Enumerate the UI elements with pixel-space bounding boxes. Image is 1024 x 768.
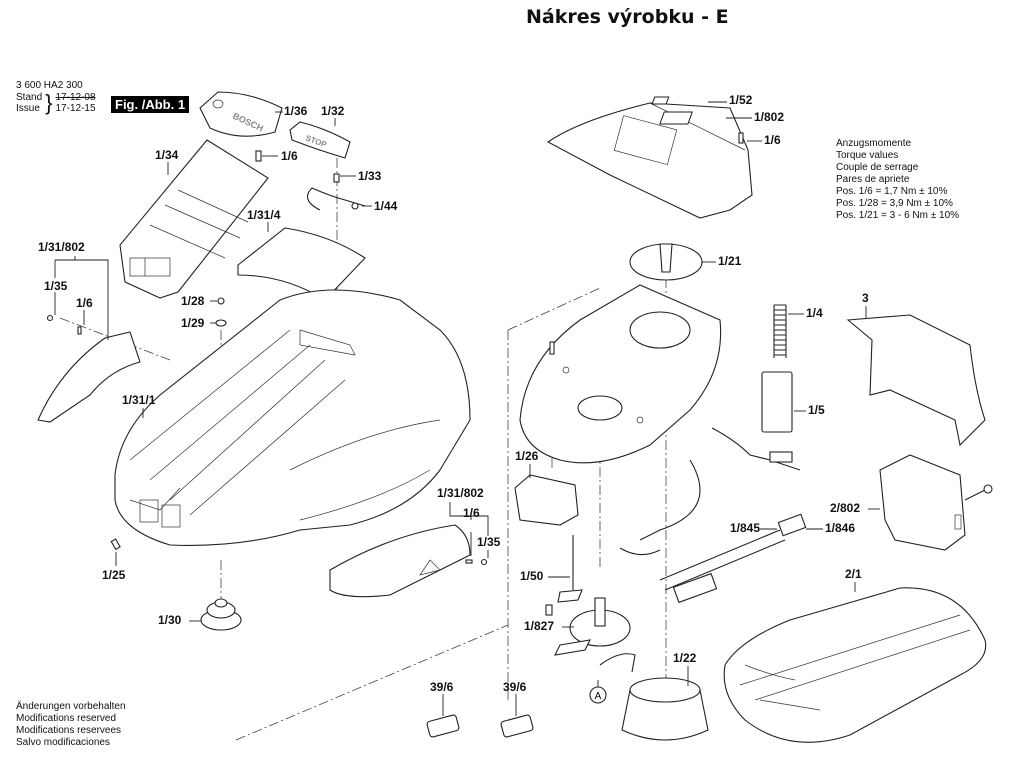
part-label-large — [659, 111, 693, 125]
marker-a-label: A — [595, 691, 602, 702]
callout-1-31-802: 1/31/802 — [437, 486, 484, 500]
callout-1-802: 1/802 — [754, 110, 785, 124]
part-cable-sensor — [306, 173, 366, 211]
brace: } — [45, 90, 53, 115]
part-connector-a — [426, 714, 460, 738]
callout-1-36: 1/36 — [284, 104, 308, 118]
figure-label: Fig. /Abb. 1 — [111, 96, 190, 113]
part-blade-cup — [621, 677, 709, 741]
part-dial — [629, 243, 703, 281]
callout-1-21: 1/21 — [718, 254, 742, 268]
issue-label: Issue — [16, 103, 40, 114]
torque-line: Anzugsmomente — [836, 138, 912, 149]
callout-1-50: 1/50 — [520, 569, 544, 583]
callout-1-35: 1/35 — [477, 535, 501, 549]
callout-1-25: 1/25 — [102, 568, 126, 582]
callout-1-845: 1/845 — [730, 521, 761, 535]
torque-line: Pos. 1/21 = 3 - 6 Nm ± 10% — [836, 210, 960, 221]
callout-1-32: 1/32 — [321, 104, 345, 118]
part-base-plate — [723, 587, 987, 743]
part-motor-plate — [545, 597, 636, 673]
torque-line: Couple de serrage — [836, 162, 919, 173]
new-date: 17-12-15 — [55, 103, 96, 114]
callout-1-44: 1/44 — [374, 199, 398, 213]
callout-1-31-4: 1/31/4 — [247, 208, 281, 222]
part-rear-panel — [119, 139, 269, 299]
callout-39-6: 39/6 — [430, 680, 454, 694]
part-control-box — [514, 474, 579, 526]
marker-a — [589, 680, 607, 704]
callout-1-827: 1/827 — [524, 619, 555, 633]
part-chassis — [519, 284, 722, 464]
part-foot — [200, 598, 242, 631]
part-screw — [255, 150, 262, 162]
document-info: 3 600 HA2 300 Stand Issue } 17-12-08 17-… — [16, 80, 96, 114]
note-line: Modifications reservees — [16, 725, 122, 736]
callout-3: 3 — [862, 291, 869, 305]
part-stop-button: STOP — [289, 121, 351, 159]
callout-2-802: 2/802 — [830, 501, 861, 515]
callout-1-35: 1/35 — [44, 279, 68, 293]
callout-39-6: 39/6 — [503, 680, 527, 694]
callout-1-28: 1/28 — [181, 294, 205, 308]
note-line: Salvo modificaciones — [16, 737, 110, 748]
leader-lines — [54, 101, 880, 716]
part-nut-washer — [215, 297, 227, 327]
part-charging-plate — [879, 454, 993, 551]
callout-1-6: 1/6 — [281, 149, 298, 163]
callout-1-6: 1/6 — [764, 133, 781, 147]
part-spring — [773, 304, 787, 358]
callout-1-5: 1/5 — [808, 403, 825, 417]
page-title: Nákres výrobku - E — [526, 6, 729, 28]
callout-1-26: 1/26 — [515, 449, 539, 463]
part-bumper-right — [329, 524, 488, 598]
part-top-lid — [237, 227, 366, 301]
part-main-body — [114, 289, 471, 546]
callout-1-4: 1/4 — [806, 306, 823, 320]
callout-1-22: 1/22 — [673, 651, 697, 665]
callout-2-1: 2/1 — [845, 567, 862, 581]
part-bumper-left — [37, 314, 141, 423]
torque-line: Torque values — [836, 150, 899, 161]
callout-1-52: 1/52 — [729, 93, 753, 107]
part-top-cover — [546, 102, 753, 219]
part-side-cover — [846, 314, 986, 447]
callout-1-846: 1/846 — [825, 521, 856, 535]
part-connector-b — [500, 714, 534, 738]
part-pin — [110, 538, 121, 551]
modifications-note: Änderungen vorbehalten Modifications res… — [16, 701, 126, 749]
torque-line: Pares de apriete — [836, 174, 910, 185]
stand-label: Stand — [16, 92, 43, 103]
callout-1-33: 1/33 — [358, 169, 382, 183]
part-number: 3 600 HA2 300 — [16, 80, 83, 91]
part-label-small — [651, 96, 670, 105]
part-screw-top — [738, 132, 744, 144]
part-sensor-rod — [557, 535, 583, 603]
callout-1-29: 1/29 — [181, 316, 205, 330]
note-line: Modifications reserved — [16, 713, 117, 724]
torque-table: Anzugsmomente Torque values Couple de se… — [836, 138, 959, 222]
callout-1-31-1: 1/31/1 — [122, 393, 156, 407]
part-bracket — [761, 371, 793, 433]
note-line: Änderungen vorbehalten — [16, 701, 126, 712]
callout-1-34: 1/34 — [155, 148, 179, 162]
callout-1-31-802: 1/31/802 — [38, 240, 85, 254]
part-bosch-cover: BOSCH — [199, 91, 283, 137]
callout-1-30: 1/30 — [158, 613, 182, 627]
part-wiring — [619, 427, 807, 604]
torque-line: Pos. 1/28 = 3,9 Nm ± 10% — [836, 198, 953, 209]
callout-1-6: 1/6 — [463, 506, 480, 520]
torque-line: Pos. 1/6 = 1,7 Nm ± 10% — [836, 186, 948, 197]
callout-1-6: 1/6 — [76, 296, 93, 310]
old-date: 17-12-08 — [55, 92, 96, 103]
